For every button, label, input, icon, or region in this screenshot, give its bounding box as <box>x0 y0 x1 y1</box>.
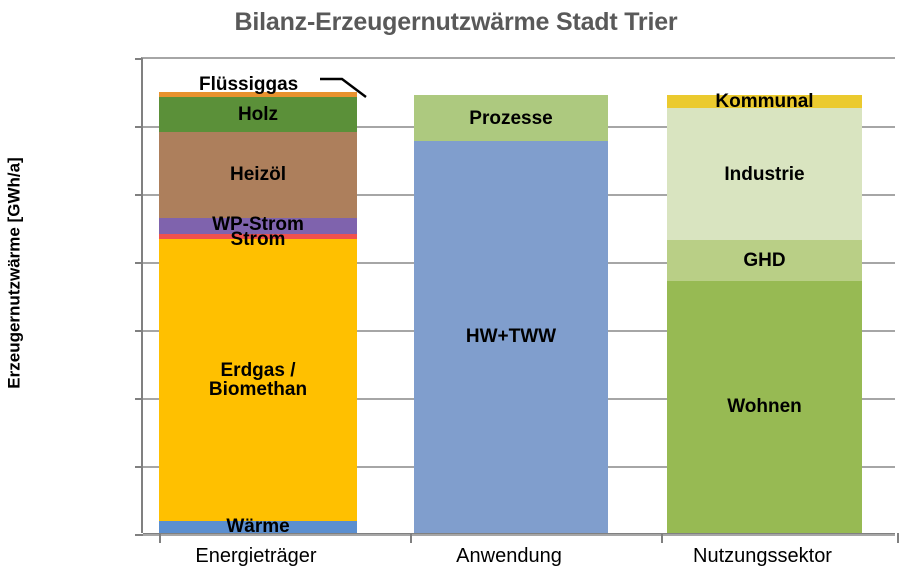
bar-segment-w-rme[interactable]: Wärme <box>159 517 357 537</box>
x-axis-category-label: Nutzungssektor <box>693 545 832 567</box>
y-axis-tick-mark <box>135 398 143 400</box>
chart-title: Bilanz-Erzeugernutzwärme Stadt Trier <box>234 8 678 36</box>
bar-segment-kommunal[interactable]: Kommunal <box>667 91 862 113</box>
y-axis-tick-mark <box>135 126 143 128</box>
gridline <box>143 534 895 536</box>
fluessiggas-callout-label: Flüssiggas <box>199 74 299 95</box>
bar-segment-hw-tww[interactable]: HW+TWW <box>414 141 608 533</box>
x-axis-category-label: Energieträger <box>195 545 317 567</box>
x-axis-tick-mark <box>661 533 663 543</box>
y-axis-title: Erzeugernutzwärme [GWh/a] <box>0 0 32 580</box>
segment-label: Industrie <box>724 163 805 185</box>
segment-label: Kommunal <box>715 91 814 113</box>
segment-label: WP-Strom <box>212 213 304 235</box>
bar-nutzungssektor[interactable]: Wohnen GHD Industrie Kommunal <box>667 57 862 533</box>
y-axis-tick-mark <box>135 58 143 60</box>
bar-segment-wohnen[interactable]: Wohnen <box>667 281 862 533</box>
y-axis-tick-mark <box>135 330 143 332</box>
segment-label: Prozesse <box>469 107 553 129</box>
x-axis-tick-mark <box>897 533 899 543</box>
bar-segment-holz[interactable]: Holz <box>159 96 357 132</box>
y-axis-title-text: Erzeugernutzwärme [GWh/a] <box>5 156 25 389</box>
bar-anwendung[interactable]: HW+TWW Prozesse <box>414 57 608 533</box>
y-axis-tick-mark <box>135 262 143 264</box>
segment-label: Wärme <box>226 516 290 538</box>
y-axis-tick-mark <box>135 194 143 196</box>
segment-label: Wohnen <box>727 396 802 418</box>
segment-label: Heizöl <box>230 164 286 186</box>
segment-label: GHD <box>743 249 786 271</box>
x-axis-tick-mark <box>410 533 412 543</box>
x-axis-category-label: Anwendung <box>456 545 562 567</box>
bar-segment-prozesse[interactable]: Prozesse <box>414 95 608 142</box>
segment-label: Holz <box>237 103 279 125</box>
bar-segment-strom[interactable]: Strom <box>159 229 357 249</box>
segment-label: Strom <box>230 228 286 250</box>
bar-segment-industrie[interactable]: Industrie <box>667 108 862 241</box>
y-axis-tick-mark <box>135 466 143 468</box>
x-axis-tick-mark <box>159 533 161 543</box>
segment-label: Erdgas / Biomethan <box>208 359 308 401</box>
bar-segment-wp-strom[interactable]: WP-Strom <box>159 213 357 235</box>
bar-segment-fl-ssiggas[interactable] <box>159 92 357 97</box>
bar-segment-heiz-l[interactable]: Heizöl <box>159 131 357 218</box>
segment-label: HW+TWW <box>465 326 557 348</box>
bar-segment-erdgas-biomethan[interactable]: Erdgas / Biomethan <box>159 238 357 522</box>
bar-segment-ghd[interactable]: GHD <box>667 240 862 282</box>
y-axis-tick-mark <box>135 534 143 536</box>
